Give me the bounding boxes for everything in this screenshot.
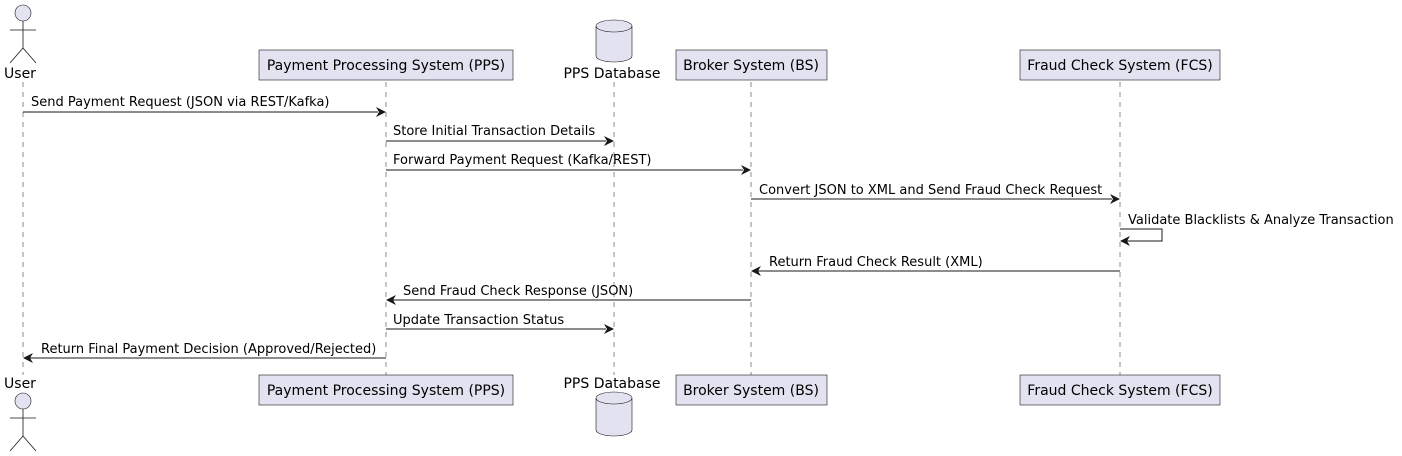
database-bottom-icon — [595, 391, 633, 437]
participant-fcs-top: Fraud Check System (FCS) — [1019, 49, 1221, 81]
message-3: Forward Payment Request (Kafka/REST) — [386, 153, 751, 175]
participant-pps-top: Payment Processing System (PPS) — [258, 49, 514, 81]
user-actor-icon — [9, 4, 37, 64]
participant-pps-bottom: Payment Processing System (PPS) — [258, 374, 514, 406]
participant-pps-label-bottom: Payment Processing System (PPS) — [267, 383, 505, 399]
message-2: Store Initial Transaction Details — [386, 124, 614, 146]
participant-fcs-label-bottom: Fraud Check System (FCS) — [1027, 383, 1212, 399]
message-8: Update Transaction Status — [386, 313, 614, 334]
message-6-label: Return Fraud Check Result (XML) — [769, 255, 983, 270]
participant-bs-bottom: Broker System (BS) — [675, 374, 828, 406]
participant-bs-label-bottom: Broker System (BS) — [683, 383, 819, 399]
message-1-label: Send Payment Request (JSON via REST/Kafk… — [31, 95, 330, 110]
message-9-label: Return Final Payment Decision (Approved/… — [41, 342, 376, 357]
message-5-label: Validate Blacklists & Analyze Transactio… — [1128, 213, 1394, 228]
message-2-label: Store Initial Transaction Details — [393, 124, 595, 139]
message-3-label: Forward Payment Request (Kafka/REST) — [393, 153, 651, 168]
participant-fcs-bottom: Fraud Check System (FCS) — [1019, 374, 1221, 406]
message-1: Send Payment Request (JSON via REST/Kafk… — [23, 95, 386, 117]
user-actor-bottom-icon — [9, 392, 37, 452]
message-7-label: Send Fraud Check Response (JSON) — [403, 284, 633, 299]
participant-bs-top: Broker System (BS) — [675, 49, 828, 81]
message-5: Validate Blacklists & Analyze Transactio… — [1120, 213, 1394, 246]
participant-bs-label-top: Broker System (BS) — [683, 58, 819, 74]
message-4: Convert JSON to XML and Send Fraud Check… — [751, 183, 1120, 204]
participant-user-label-top: User — [4, 66, 36, 82]
message-6: Return Fraud Check Result (XML) — [751, 255, 1120, 276]
participant-db-label-bottom: PPS Database — [563, 376, 660, 392]
message-7: Send Fraud Check Response (JSON) — [386, 284, 751, 305]
database-icon — [595, 19, 633, 63]
participant-pps-label-top: Payment Processing System (PPS) — [267, 58, 505, 74]
participant-fcs-label-top: Fraud Check System (FCS) — [1027, 58, 1212, 74]
message-4-label: Convert JSON to XML and Send Fraud Check… — [759, 183, 1102, 198]
message-9: Return Final Payment Decision (Approved/… — [23, 342, 386, 363]
participant-db-label-top: PPS Database — [563, 66, 660, 82]
participant-user-label-bottom: User — [4, 376, 36, 392]
message-8-label: Update Transaction Status — [393, 313, 564, 328]
